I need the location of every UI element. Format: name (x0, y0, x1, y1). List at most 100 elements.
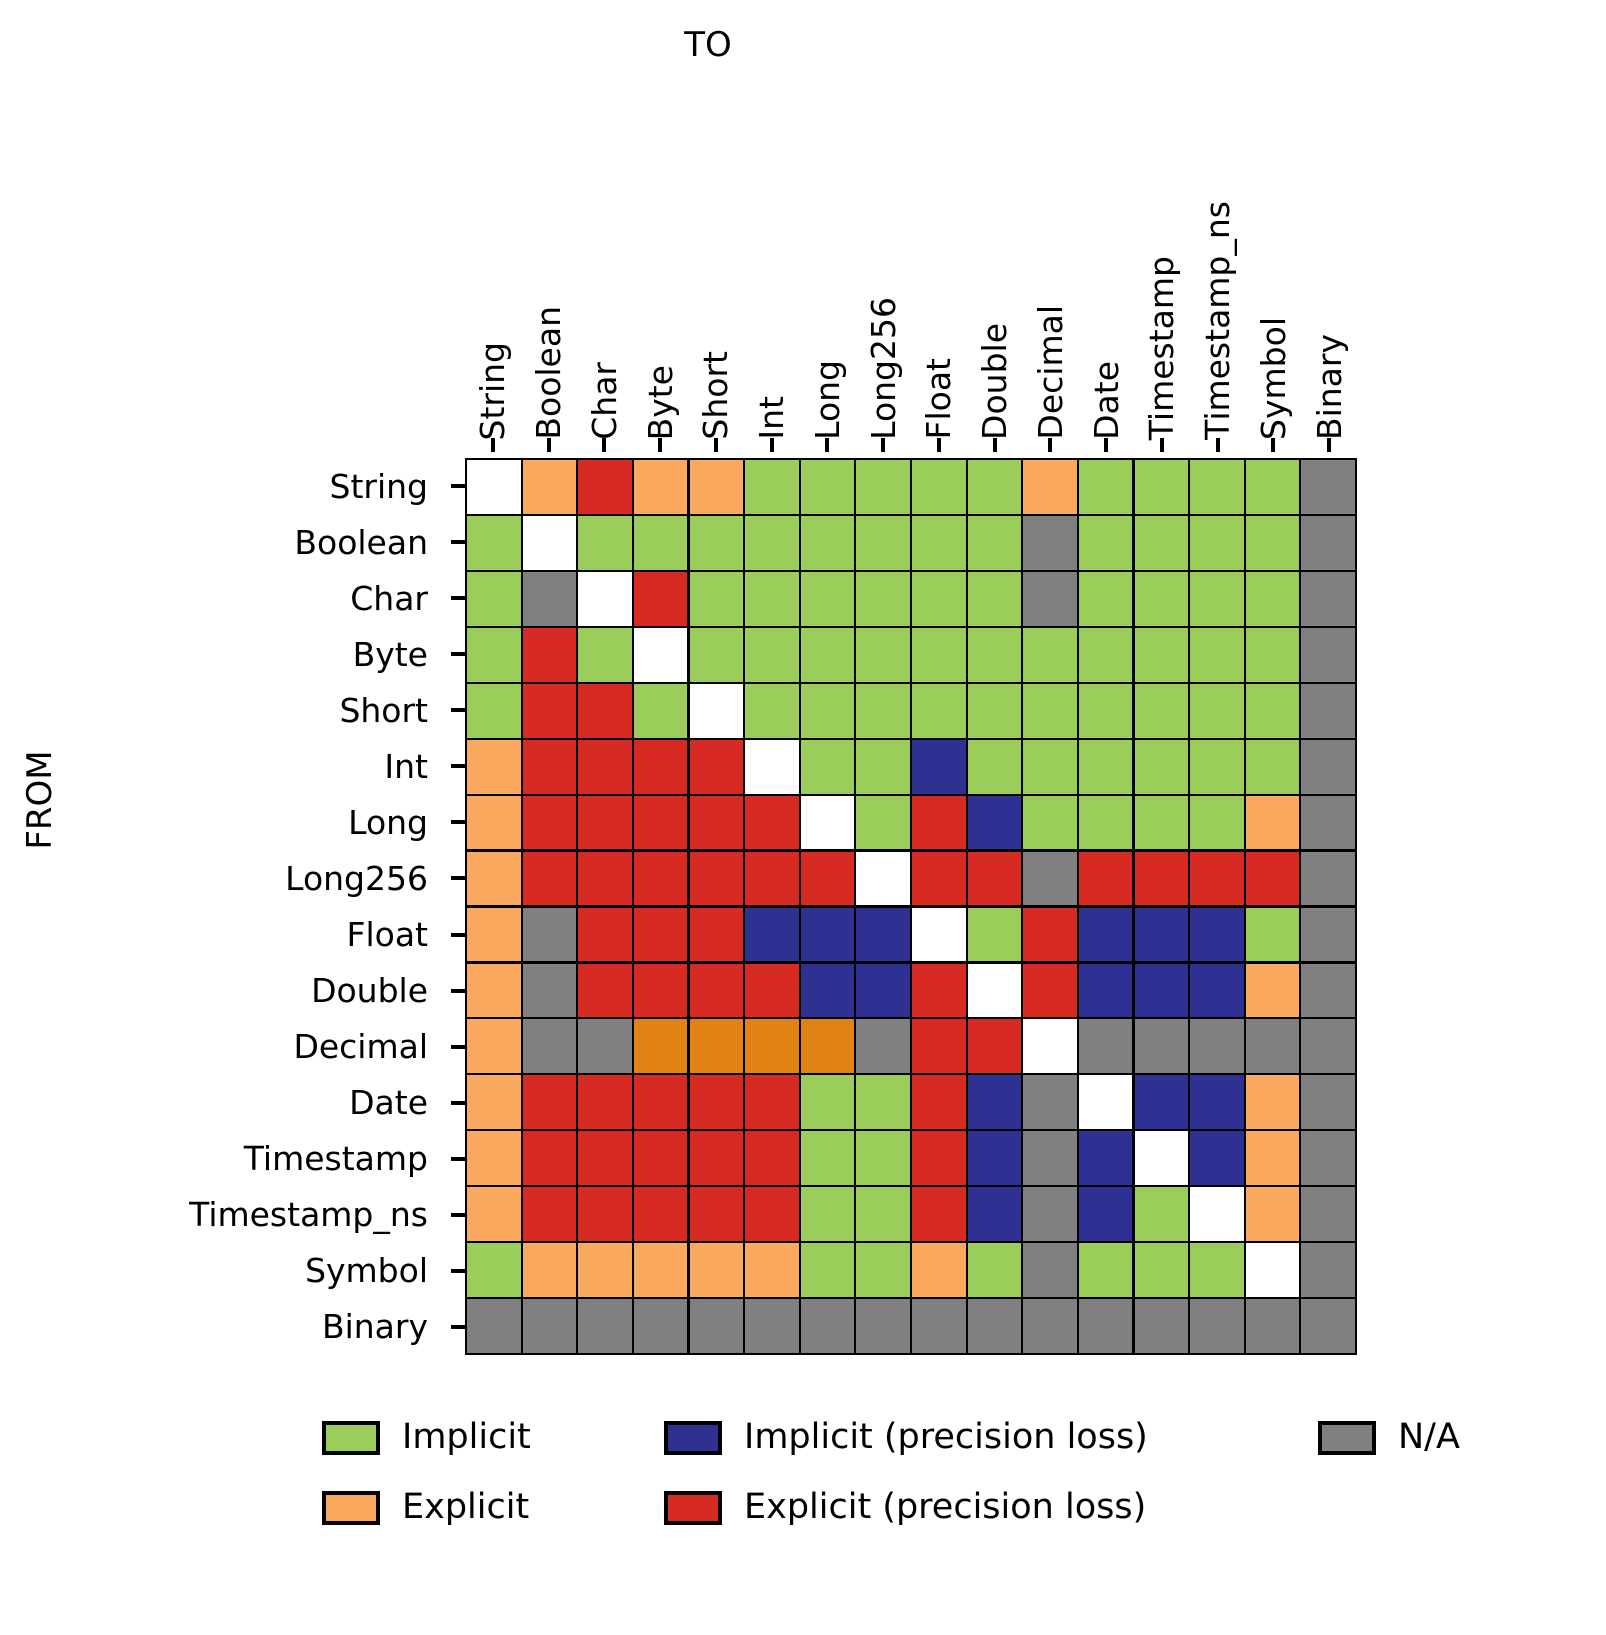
heatmap-cell (912, 1131, 966, 1186)
legend-item-explicit-precision-loss: Explicit (precision loss) (664, 1490, 1146, 1525)
heatmap-cell (1134, 627, 1188, 682)
heatmap-cell (1078, 1187, 1133, 1241)
heatmap-cell (1190, 795, 1244, 850)
heatmap-cell (800, 795, 855, 850)
heatmap-cell (522, 1075, 577, 1130)
heatmap-cell (912, 627, 966, 682)
heatmap-cell (800, 1075, 855, 1130)
column-label-int: Int (752, 396, 792, 440)
heatmap-cell (745, 1243, 799, 1297)
heatmap-cell (1023, 1075, 1077, 1130)
heatmap-cell (634, 1131, 688, 1186)
heatmap-cell (1078, 963, 1133, 1018)
y-tick (451, 484, 465, 489)
heatmap-cell (1301, 907, 1355, 962)
heatmap-cell (1078, 516, 1133, 570)
row-label-float: Float (346, 915, 428, 955)
heatmap-cell (522, 739, 577, 794)
heatmap-cell (689, 907, 744, 962)
heatmap-cell (1190, 963, 1244, 1018)
heatmap-cell (522, 1131, 577, 1186)
heatmap-cell (745, 1131, 799, 1186)
row-label-int: Int (384, 746, 428, 786)
heatmap-cell (856, 1075, 910, 1130)
heatmap-cell (1078, 1019, 1133, 1074)
heatmap-cell (578, 739, 632, 794)
heatmap-cell (912, 851, 966, 906)
x-tick (992, 438, 997, 452)
heatmap-cell (1301, 1243, 1355, 1297)
y-tick (451, 1100, 465, 1105)
heatmap-cell (689, 1299, 744, 1353)
heatmap-cell (967, 739, 1022, 794)
heatmap-cell (745, 963, 799, 1018)
heatmap-cell (745, 1019, 799, 1074)
heatmap-cell (1190, 851, 1244, 906)
heatmap-cell (578, 795, 632, 850)
y-tick-marks (448, 458, 465, 1355)
x-tick (490, 438, 495, 452)
heatmap-cell (1190, 1075, 1244, 1130)
column-label-date: Date (1086, 361, 1126, 440)
heatmap-cell (967, 907, 1022, 962)
column-label-long: Long (807, 360, 847, 440)
heatmap-cell (912, 907, 966, 962)
x-tick (1327, 438, 1332, 452)
heatmap-cell (1078, 851, 1133, 906)
row-label-decimal: Decimal (293, 1027, 428, 1067)
row-label-boolean: Boolean (294, 522, 428, 562)
heatmap-cell (912, 739, 966, 794)
heatmap-cell (745, 907, 799, 962)
column-label-float: Float (919, 358, 959, 440)
x-tick-marks (465, 438, 1357, 458)
heatmap-cell (1190, 907, 1244, 962)
heatmap-grid (465, 458, 1357, 1355)
y-tick (451, 764, 465, 769)
heatmap-cell (689, 572, 744, 626)
heatmap-cell (634, 1187, 688, 1241)
heatmap-cell (467, 851, 521, 906)
heatmap-cell (1023, 627, 1077, 682)
heatmap-cell (1078, 683, 1133, 738)
heatmap-cell (745, 1299, 799, 1353)
heatmap-cell (912, 963, 966, 1018)
heatmap-cell (1078, 627, 1133, 682)
heatmap-cell (522, 963, 577, 1018)
x-tick (1159, 438, 1164, 452)
row-label-short: Short (339, 690, 428, 730)
heatmap-cell (522, 572, 577, 626)
heatmap-cell (1301, 1131, 1355, 1186)
heatmap-cell (1190, 1243, 1244, 1297)
heatmap-cell (1023, 1243, 1077, 1297)
heatmap-cell (467, 795, 521, 850)
heatmap-cell (856, 460, 910, 514)
heatmap-cell (1301, 1299, 1355, 1353)
heatmap-cell (578, 516, 632, 570)
row-label-double: Double (311, 971, 428, 1011)
heatmap-cell (1134, 739, 1188, 794)
heatmap-cell (1134, 460, 1188, 514)
heatmap-cell (800, 1131, 855, 1186)
heatmap-cell (967, 460, 1022, 514)
heatmap-cell (1245, 795, 1300, 850)
heatmap-cell (1023, 683, 1077, 738)
heatmap-cell (578, 683, 632, 738)
heatmap-cell (967, 851, 1022, 906)
heatmap-cell (800, 739, 855, 794)
heatmap-cell (856, 963, 910, 1018)
legend-swatch-na (1318, 1420, 1376, 1455)
heatmap-cell (1078, 1075, 1133, 1130)
heatmap-cell (1078, 1131, 1133, 1186)
heatmap-cell (689, 851, 744, 906)
heatmap-cell (745, 1075, 799, 1130)
heatmap-cell (578, 1299, 632, 1353)
heatmap-cell (800, 627, 855, 682)
y-tick (451, 820, 465, 825)
heatmap-cell (1023, 963, 1077, 1018)
heatmap-cell (634, 907, 688, 962)
heatmap-cell (1245, 1075, 1300, 1130)
heatmap-cell (522, 907, 577, 962)
heatmap-cell (745, 516, 799, 570)
heatmap-cell (745, 1187, 799, 1241)
